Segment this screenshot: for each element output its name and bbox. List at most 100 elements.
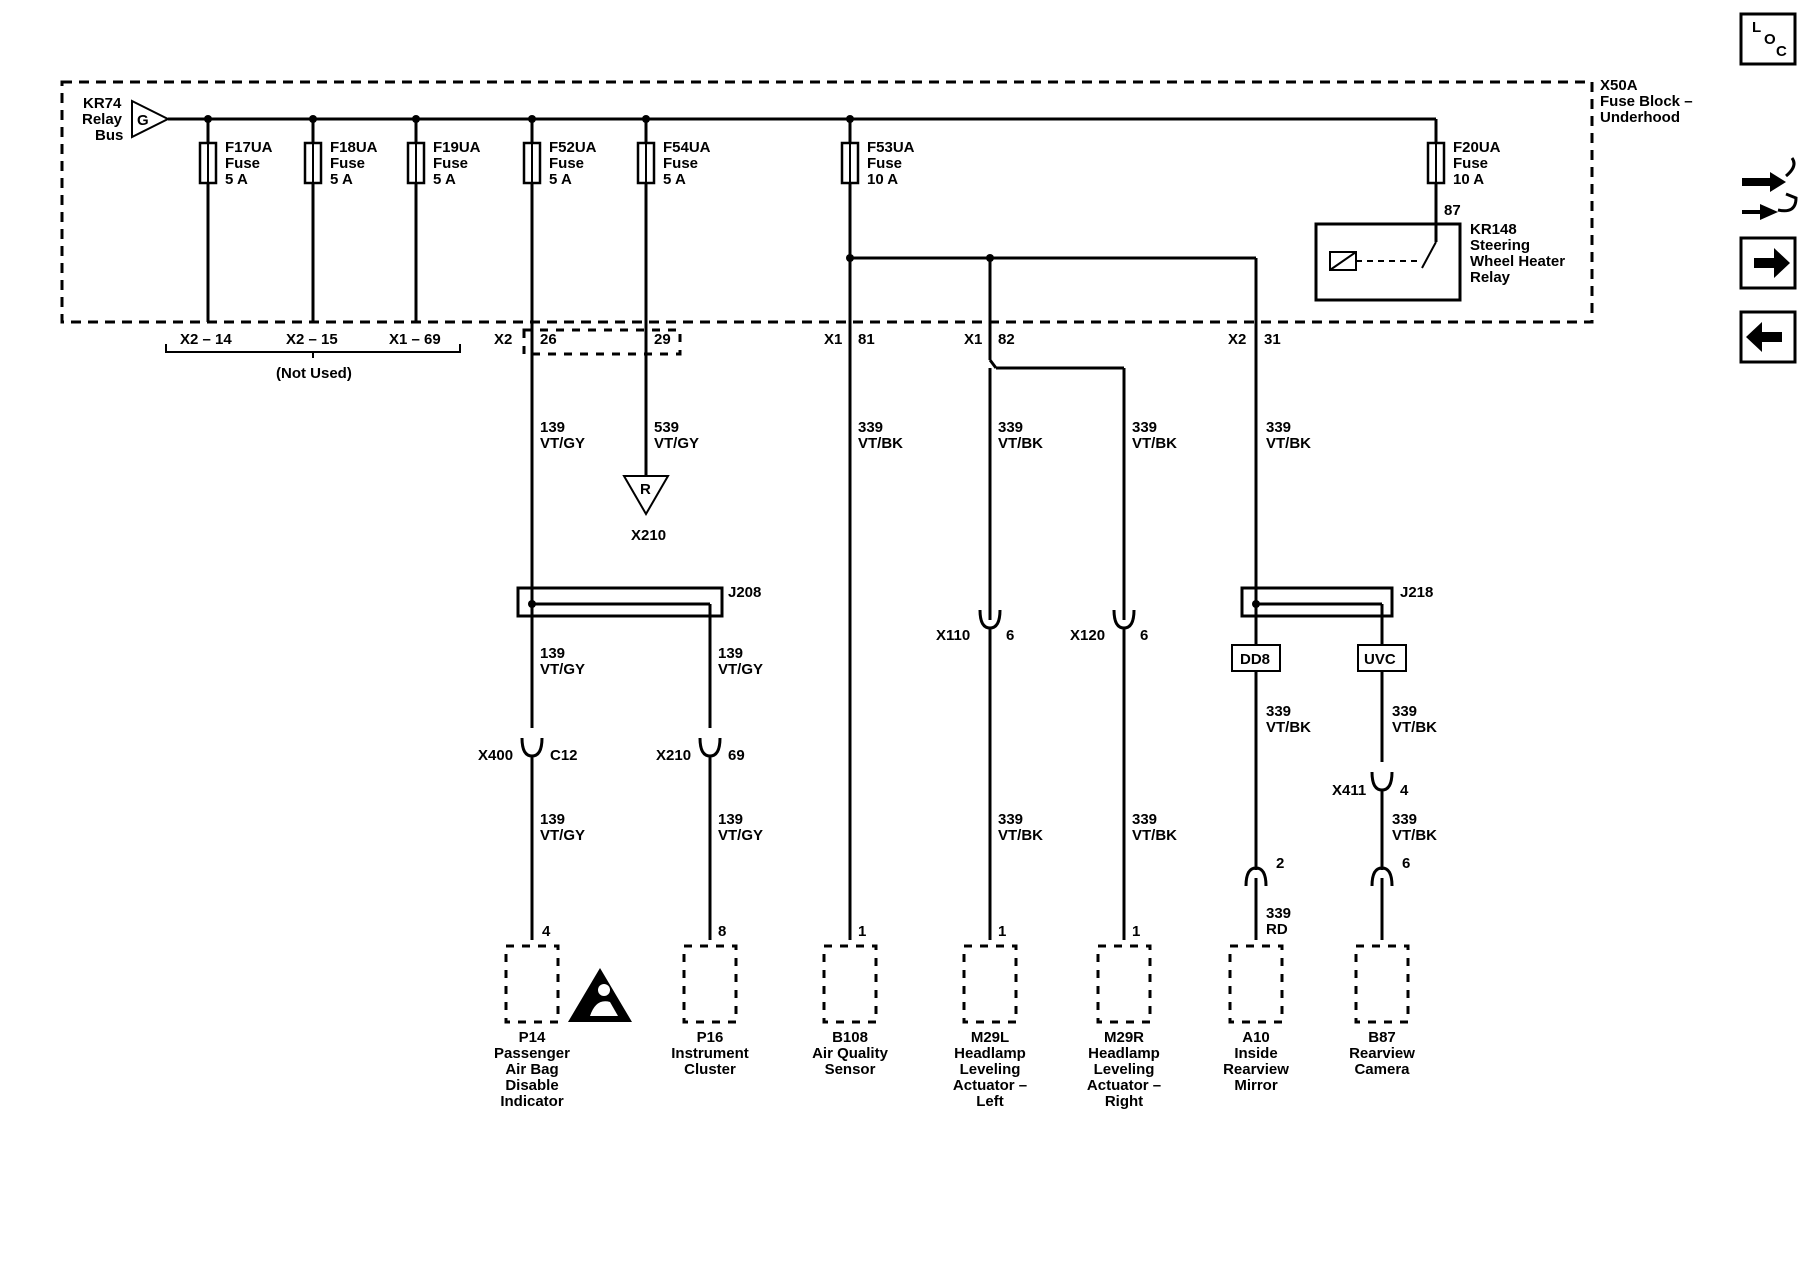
- not-used-pin: X2 – 14: [180, 331, 232, 348]
- component-pin: 2: [1276, 855, 1284, 872]
- next-page-button[interactable]: [1739, 236, 1797, 290]
- svg-text:Headlamp: Headlamp: [1088, 1045, 1160, 1062]
- relay-switch-icon: [1421, 241, 1437, 269]
- wire-color: VT/BK: [1132, 827, 1177, 844]
- wire-color: VT/BK: [998, 435, 1043, 452]
- svg-text:Camera: Camera: [1354, 1061, 1410, 1078]
- wire-color: VT/GY: [540, 435, 585, 452]
- loc-letter: C: [1776, 43, 1787, 60]
- connector-view-button[interactable]: [1742, 157, 1798, 220]
- component-label-b87: B87 Rearview Camera: [1349, 1029, 1415, 1078]
- wire-number: 139: [540, 811, 565, 828]
- inline-connector-x110: X110 6: [936, 604, 1014, 940]
- wire-number: 339: [1266, 703, 1291, 720]
- loc-letter: O: [1764, 31, 1776, 48]
- component-m29l: [962, 944, 1018, 1024]
- svg-text:Inside: Inside: [1234, 1045, 1277, 1062]
- relay-bus-line-2: Bus: [95, 127, 123, 144]
- ground-triangle: [622, 475, 670, 516]
- svg-text:Actuator –: Actuator –: [953, 1077, 1027, 1094]
- relay-line-3: Wheel Heater: [1470, 253, 1565, 270]
- wire-number: 139: [540, 645, 565, 662]
- wire-color: VT/BK: [1392, 827, 1437, 844]
- fuse-type: Fuse: [663, 155, 698, 172]
- wire-color: VT/GY: [718, 827, 763, 844]
- fuse-rating: 10 A: [1453, 171, 1484, 188]
- wire-color: VT/BK: [1266, 719, 1311, 736]
- fuse-type: Fuse: [867, 155, 902, 172]
- option-tag: DD8: [1240, 651, 1270, 668]
- fuse-type: Fuse: [1453, 155, 1488, 172]
- wire-color: VT/BK: [998, 827, 1043, 844]
- svg-text:Indicator: Indicator: [500, 1093, 564, 1110]
- component-label-a10: A10 Inside Rearview Mirror: [1223, 1029, 1289, 1094]
- connector-id: X1: [964, 331, 982, 348]
- wire-number: 339: [1132, 811, 1157, 828]
- wire-number: 339: [1266, 419, 1291, 436]
- relay-bus-ground-symbol: G: [137, 112, 149, 129]
- svg-text:Mirror: Mirror: [1234, 1077, 1278, 1094]
- fuse-f20ua: F20UA Fuse 10 A: [1426, 139, 1501, 242]
- splice-name: J208: [728, 584, 761, 601]
- relay-box: [1314, 222, 1462, 302]
- svg-text:Disable: Disable: [505, 1077, 558, 1094]
- svg-text:Right: Right: [1105, 1093, 1143, 1110]
- previous-page-button[interactable]: [1739, 310, 1797, 364]
- relay-line-2: Steering: [1470, 237, 1530, 254]
- loc-button[interactable]: L O C: [1739, 12, 1797, 66]
- connector-b87-pin: [1370, 866, 1394, 940]
- svg-text:B108: B108: [832, 1029, 868, 1046]
- fuse-type: Fuse: [225, 155, 260, 172]
- inline-connector-id: X411: [1332, 782, 1366, 799]
- inline-connector-pin: 69: [728, 747, 745, 764]
- svg-text:Instrument: Instrument: [671, 1045, 749, 1062]
- not-used-pin: X1 – 69: [389, 331, 441, 348]
- inline-connector-x411: X411 4: [1332, 771, 1409, 870]
- component-pin: 6: [1402, 855, 1410, 872]
- component-p14: [504, 944, 560, 1024]
- component-m29r: [1096, 944, 1152, 1024]
- inline-connector-id: X110: [936, 627, 970, 644]
- svg-text:Air Quality: Air Quality: [812, 1045, 889, 1062]
- inline-connector-pin: 6: [1006, 627, 1014, 644]
- fuse-block-desc-1: Fuse Block –: [1600, 93, 1693, 110]
- relay-line-4: Relay: [1470, 269, 1511, 286]
- component-a10: [1228, 944, 1284, 1024]
- component-label-m29r: M29R Headlamp Leveling Actuator – Right: [1087, 1029, 1161, 1110]
- svg-text:Headlamp: Headlamp: [954, 1045, 1026, 1062]
- connector-id: X2: [494, 331, 512, 348]
- relay-kr148: 87 KR148 Steering Wheel Heater Relay: [1314, 202, 1565, 302]
- connector-plug-icon: [1742, 157, 1798, 220]
- svg-text:Leveling: Leveling: [1094, 1061, 1155, 1078]
- fuse-rating: 5 A: [433, 171, 456, 188]
- svg-text:B87: B87: [1368, 1029, 1396, 1046]
- wire-color: VT/GY: [540, 827, 585, 844]
- inline-connector-pin: 4: [1400, 782, 1409, 799]
- relay-bus-ground-triangle: [131, 99, 171, 139]
- wire-number: 139: [718, 811, 743, 828]
- connector-id: X2: [1228, 331, 1246, 348]
- wire-color: VT/GY: [718, 661, 763, 678]
- fuse-rating: 5 A: [225, 171, 248, 188]
- component-b87: [1354, 944, 1410, 1024]
- relay-bus-line-1: Relay: [82, 111, 123, 128]
- fuse-type: Fuse: [433, 155, 468, 172]
- wire-number: 339: [1392, 703, 1417, 720]
- fuse-f17ua: F17UA Fuse 5 A: [198, 119, 273, 322]
- wire-color: VT/BK: [858, 435, 903, 452]
- wire-number: 339: [1392, 811, 1417, 828]
- component-p16: [682, 944, 738, 1024]
- arrow-left-icon: [1746, 322, 1782, 352]
- arrow-right-icon: [1754, 248, 1790, 278]
- component-pin: 4: [542, 923, 551, 940]
- fuse-f19ua: F19UA Fuse 5 A: [406, 119, 481, 322]
- wire-color: VT/BK: [1392, 719, 1437, 736]
- splice-j218: [1240, 586, 1394, 618]
- fuse-f53ua: F53UA Fuse 10 A: [840, 119, 915, 188]
- connector-a10-pin: [1244, 866, 1268, 940]
- component-label-b108: B108 Air Quality Sensor: [812, 1029, 889, 1078]
- fuse-block-desc-2: Underhood: [1600, 109, 1680, 126]
- fuse-type: Fuse: [549, 155, 584, 172]
- wire-color: VT/BK: [1266, 435, 1311, 452]
